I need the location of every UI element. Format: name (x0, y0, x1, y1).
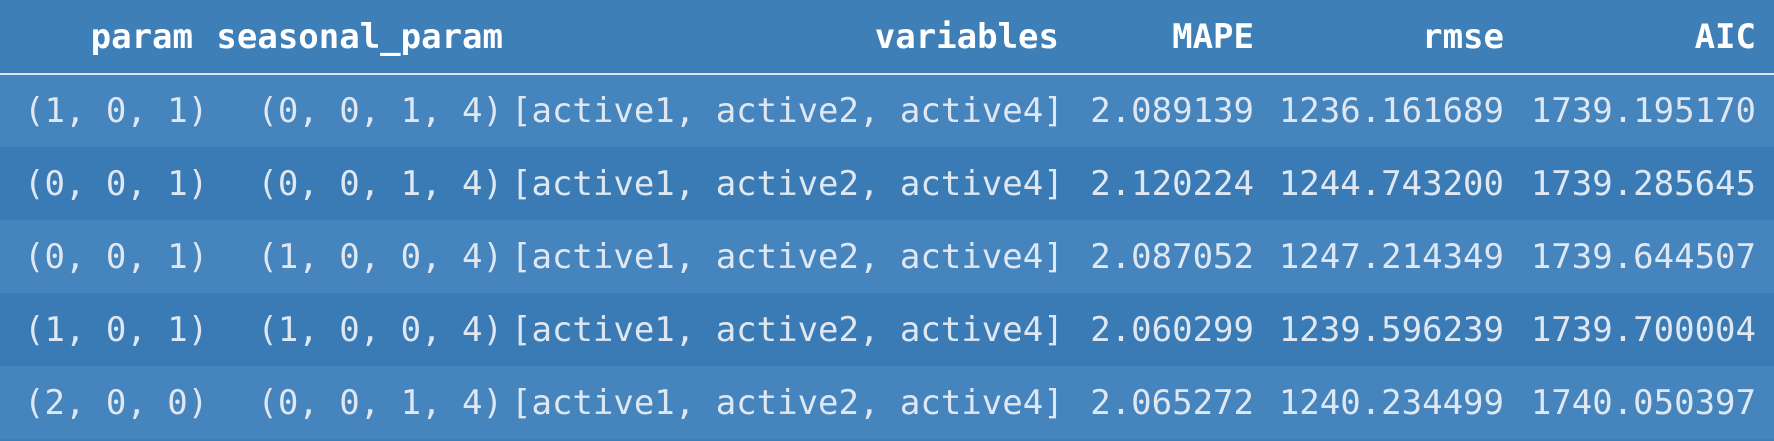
cell-rmse: 1239.596239 (1262, 293, 1512, 366)
cell-seasonal-param: (0, 0, 1, 4) (205, 366, 511, 439)
cell-variables: [active1, active2, active4] (511, 366, 1067, 439)
column-header-mape: MAPE (1067, 0, 1262, 75)
cell-aic: 1739.195170 (1512, 74, 1774, 147)
cell-rmse: 1236.161689 (1262, 74, 1512, 147)
cell-param: (2, 0, 0) (0, 366, 208, 439)
column-header-seasonal-param: seasonal_param (205, 0, 511, 75)
column-header-param: param (0, 0, 205, 75)
cell-aic: 1739.644507 (1512, 220, 1774, 293)
table-row: (1, 0, 1) (0, 0, 1, 4) [active1, active2… (0, 74, 1774, 147)
cell-aic: 1739.700004 (1512, 293, 1774, 366)
cell-rmse: 1240.234499 (1262, 366, 1512, 439)
cell-mape: 2.120224 (1067, 147, 1262, 220)
table-row: (2, 0, 0) (0, 0, 1, 4) [active1, active2… (0, 366, 1774, 439)
column-header-rmse: rmse (1262, 0, 1512, 75)
cell-variables: [active1, active2, active4] (511, 220, 1067, 293)
column-header-aic: AIC (1512, 0, 1774, 75)
cell-variables: [active1, active2, active4] (511, 293, 1067, 366)
cell-rmse: 1244.743200 (1262, 147, 1512, 220)
cell-mape: 2.060299 (1067, 293, 1262, 366)
cell-aic: 1739.285645 (1512, 147, 1774, 220)
cell-mape: 2.087052 (1067, 220, 1262, 293)
table-row: (1, 0, 1) (1, 0, 0, 4) [active1, active2… (0, 293, 1774, 366)
cell-seasonal-param: (0, 0, 1, 4) (205, 74, 511, 147)
cell-param: (0, 0, 1) (0, 147, 208, 220)
table-row: (0, 0, 1) (0, 0, 1, 4) [active1, active2… (0, 147, 1774, 220)
cell-seasonal-param: (1, 0, 0, 4) (205, 293, 511, 366)
cell-seasonal-param: (1, 0, 0, 4) (205, 220, 511, 293)
cell-variables: [active1, active2, active4] (511, 74, 1067, 147)
cell-rmse: 1247.214349 (1262, 220, 1512, 293)
cell-mape: 2.089139 (1067, 74, 1262, 147)
cell-mape: 2.065272 (1067, 366, 1262, 439)
cell-aic: 1740.050397 (1512, 366, 1774, 439)
table-body: (1, 0, 1) (0, 0, 1, 4) [active1, active2… (0, 74, 1774, 439)
table-row: (0, 0, 1) (1, 0, 0, 4) [active1, active2… (0, 220, 1774, 293)
cell-seasonal-param: (0, 0, 1, 4) (205, 147, 511, 220)
cell-variables: [active1, active2, active4] (511, 147, 1067, 220)
cell-param: (1, 0, 1) (0, 74, 208, 147)
cell-param: (1, 0, 1) (0, 293, 208, 366)
header-row: param seasonal_param variables MAPE rmse… (0, 0, 1774, 75)
column-header-variables: variables (511, 0, 1067, 75)
cell-param: (0, 0, 1) (0, 220, 208, 293)
table-header: param seasonal_param variables MAPE rmse… (0, 0, 1774, 75)
